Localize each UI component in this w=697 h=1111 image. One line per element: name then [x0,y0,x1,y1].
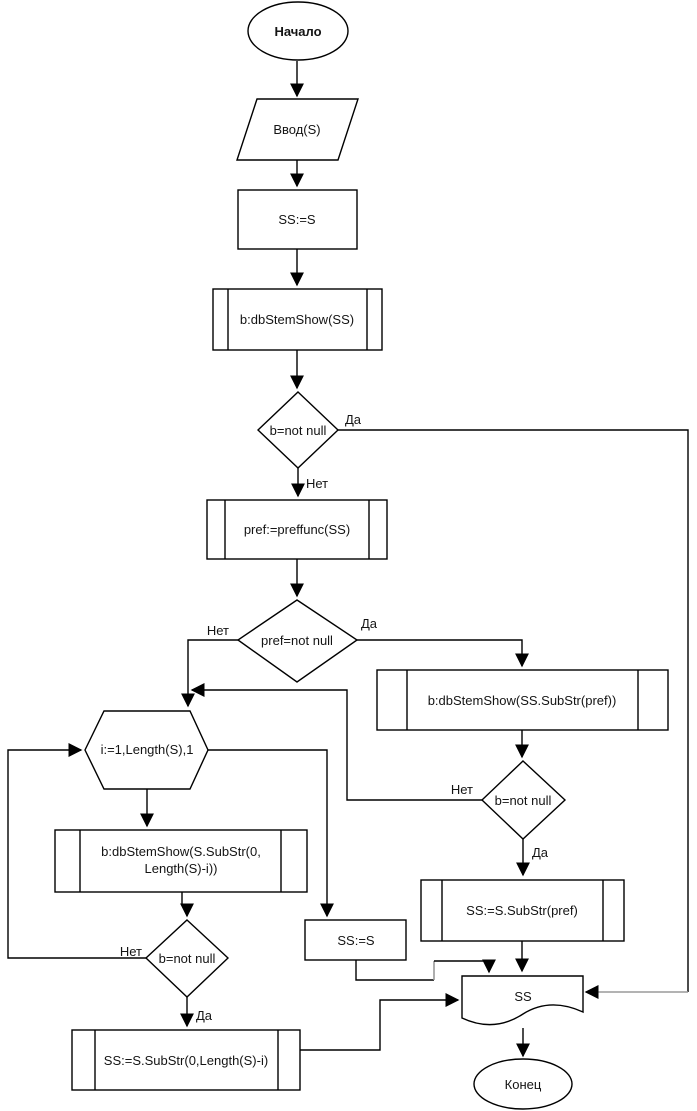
edge-loopexit-to-assignss2 [208,749,334,918]
label-check4-yes: Да [196,1008,213,1023]
label-check3-no: Нет [451,782,473,797]
node-check-b3-decision: b=not null [144,919,230,998]
edge-assignss2-out [355,960,434,981]
node-assign-ss2: SS:=S [304,919,407,961]
node-assign-substr-pref-label: SS:=S.SubStr(pref) [466,903,578,918]
label-check1-yes: Да [345,412,362,427]
edge-check4-no-loopback [7,743,146,959]
node-stemshow-pref-label: b:dbStemShow(SS.SubStr(pref)) [428,693,617,708]
node-stemshow-loop-label-line2: Length(S)-i)) [145,861,218,876]
node-stemshow-loop-label-line1: b:dbStemShow(S.SubStr(0, [101,844,261,859]
node-check-pref-label: pref=not null [261,633,333,648]
node-output-label: SS [514,989,532,1004]
node-output-document: SS [461,975,584,1026]
edge-assignlen-to-output [300,993,460,1051]
node-preffunc-label: pref:=preffunc(SS) [244,522,350,537]
node-check-pref-decision: pref=not null [236,599,359,683]
edge-check3-no [190,683,482,801]
node-assign-ss2-label: SS:=S [337,933,375,948]
label-check3-yes: Да [532,845,549,860]
node-assign-substr-len-subroutine: SS:=S.SubStr(0,Length(S)-i) [71,1029,301,1091]
label-check2-yes: Да [361,616,378,631]
node-check-b2-decision: b=not null [480,760,567,840]
node-check-b3-label: b=not null [159,951,216,966]
node-loop-label: i:=1,Length(S),1 [101,742,194,757]
node-input-parallelogram: Ввод(S) [236,98,359,161]
node-assign-substr-len-label: SS:=S.SubStr(0,Length(S)-i) [104,1053,268,1068]
node-preffunc-subroutine: pref:=preffunc(SS) [206,499,388,560]
node-stemshow-ss-subroutine: b:dbStemShow(SS) [212,288,383,351]
node-end-terminator: Конец [473,1058,573,1110]
node-start-terminator: Начало [247,1,349,61]
node-check-b1-decision: b=not null [256,391,340,469]
edge-check2-yes [357,639,529,668]
label-check4-no: Нет [120,944,142,959]
node-input-label: Ввод(S) [273,122,320,137]
node-stemshow-loop-subroutine: b:dbStemShow(S.SubStr(0, Length(S)-i)) [54,829,308,893]
node-check-b1-label: b=not null [270,423,327,438]
node-assign-ss: SS:=S [237,189,358,250]
edge-check2-no [181,639,238,708]
node-stemshow-pref-subroutine: b:dbStemShow(SS.SubStr(pref)) [376,669,669,731]
node-loop-hexagon: i:=1,Length(S),1 [84,710,209,790]
node-assign-ss-label: SS:=S [278,212,316,227]
edge-assignss2-to-output [434,959,496,974]
edge-check1-yes [338,429,689,992]
label-check1-no: Нет [306,476,328,491]
node-stemshow-ss-label: b:dbStemShow(SS) [240,312,354,327]
label-check2-no: Нет [207,623,229,638]
edge-stemshowloop-to-check4 [180,892,194,918]
node-end-label: Конец [505,1077,542,1092]
node-assign-substr-pref-subroutine: SS:=S.SubStr(pref) [420,879,625,942]
node-start-label: Начало [274,24,321,39]
node-check-b2-label: b=not null [495,793,552,808]
